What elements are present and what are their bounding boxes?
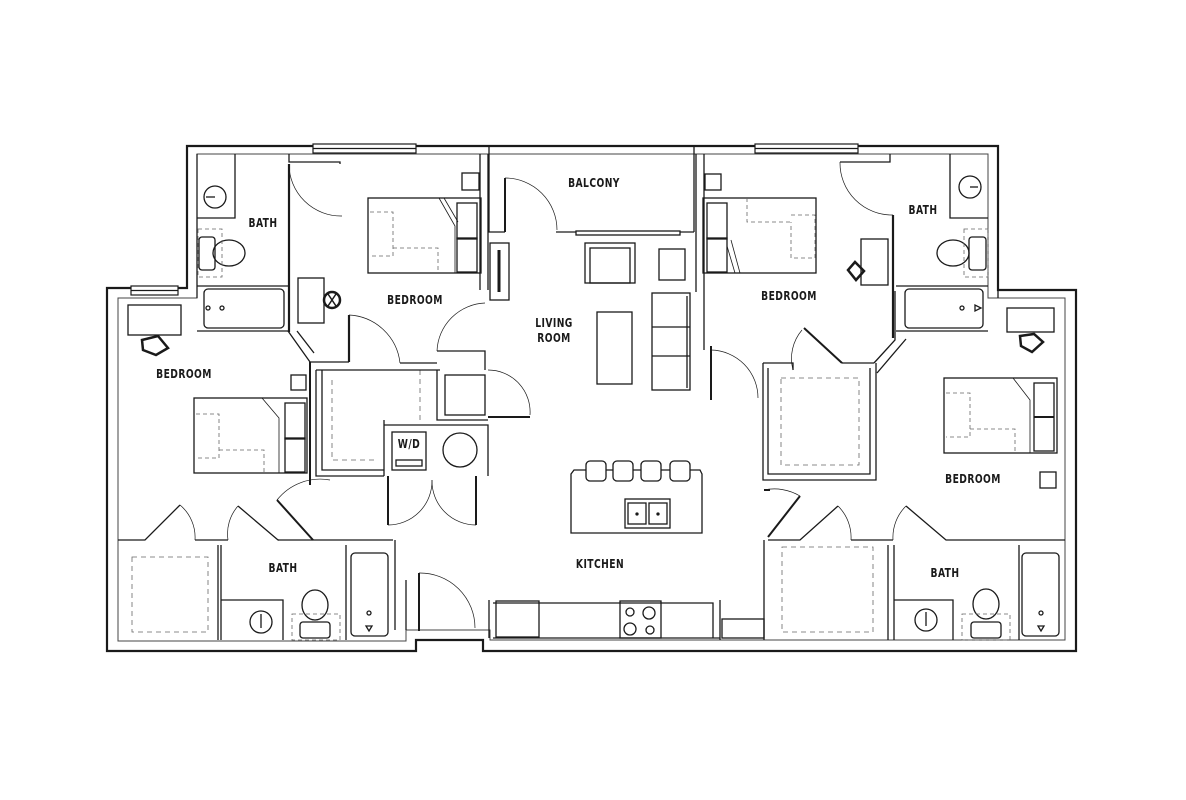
bath-bottom-right — [763, 488, 1065, 641]
living-room-furniture — [584, 242, 691, 391]
toilet-bowl-icon — [972, 588, 1000, 620]
sink-icon — [249, 610, 273, 634]
bath-top-left — [196, 154, 343, 332]
bathtub-icon — [203, 288, 285, 329]
sink-icon — [624, 498, 671, 529]
bar-stool-icon — [612, 460, 634, 482]
room-label-bath-bottom-left: BATH — [268, 561, 298, 575]
windows — [130, 143, 859, 296]
room-label-balcony: BALCONY — [568, 176, 620, 190]
room-label-living-room: LIVING ROOM — [535, 316, 573, 345]
sink-icon — [958, 175, 982, 199]
bath-bottom-left — [118, 478, 476, 641]
room-label-bath-top-left: BATH — [248, 216, 278, 230]
bedroom-left-furniture — [127, 304, 311, 485]
desk-icon — [860, 238, 889, 286]
sofa-icon — [651, 292, 691, 391]
toilet-tank-icon — [299, 621, 331, 639]
stove-icon — [619, 600, 662, 639]
coffee-table-icon — [596, 311, 633, 385]
room-label-bedroom-top-right: BEDROOM — [761, 289, 817, 303]
chair-icon — [322, 290, 342, 310]
bath-top-right — [839, 154, 989, 338]
balcony-walls — [488, 146, 695, 236]
room-label-bedroom-right: BEDROOM — [945, 472, 1001, 486]
fridge-icon — [495, 600, 540, 638]
armchair-icon — [584, 242, 636, 284]
bedroom-top-left-furniture — [297, 154, 510, 324]
desk-icon — [127, 304, 182, 336]
toilet-tank-icon — [968, 236, 987, 271]
toilet-tank-icon — [970, 621, 1002, 639]
walls-central-left — [287, 302, 531, 526]
room-label-bath-top-right: BATH — [908, 203, 938, 217]
interior-wall-outline — [117, 153, 1066, 642]
sink-icon — [203, 185, 227, 209]
desk-icon — [1006, 307, 1055, 333]
water-heater-icon — [442, 432, 478, 468]
tv-console-icon — [489, 242, 510, 301]
toilet-bowl-icon — [301, 589, 329, 621]
bar-stool-icon — [669, 460, 691, 482]
room-label-kitchen: KITCHEN — [575, 557, 625, 571]
bed-icon — [367, 197, 482, 274]
room-label-bedroom-left: BEDROOM — [156, 367, 212, 381]
kitchen-island-icon — [570, 469, 703, 534]
kitchen-furniture — [488, 460, 765, 640]
bed-icon — [943, 377, 1058, 454]
room-label-laundry: W/D — [397, 437, 421, 451]
bed-icon — [702, 197, 817, 274]
bathtub-icon — [1021, 552, 1060, 637]
bar-stool-icon — [640, 460, 662, 482]
bathtub-icon — [904, 288, 984, 329]
bed-icon — [193, 397, 308, 474]
bathtub-icon — [350, 552, 389, 637]
bar-stool-icon — [585, 460, 607, 482]
room-label-bedroom-top-left: BEDROOM — [387, 293, 443, 307]
pantry-icon — [721, 618, 765, 639]
bedroom-right-furniture — [943, 290, 1058, 489]
desk-icon — [297, 277, 325, 324]
toilet-bowl-icon — [212, 239, 246, 267]
toilet-tank-icon — [198, 236, 216, 271]
room-label-bath-bottom-right: BATH — [930, 566, 960, 580]
sink-icon — [914, 608, 938, 632]
washer-dryer-icon — [391, 431, 427, 471]
side-table-icon — [658, 248, 686, 281]
bedroom-top-right-furniture — [695, 154, 907, 481]
